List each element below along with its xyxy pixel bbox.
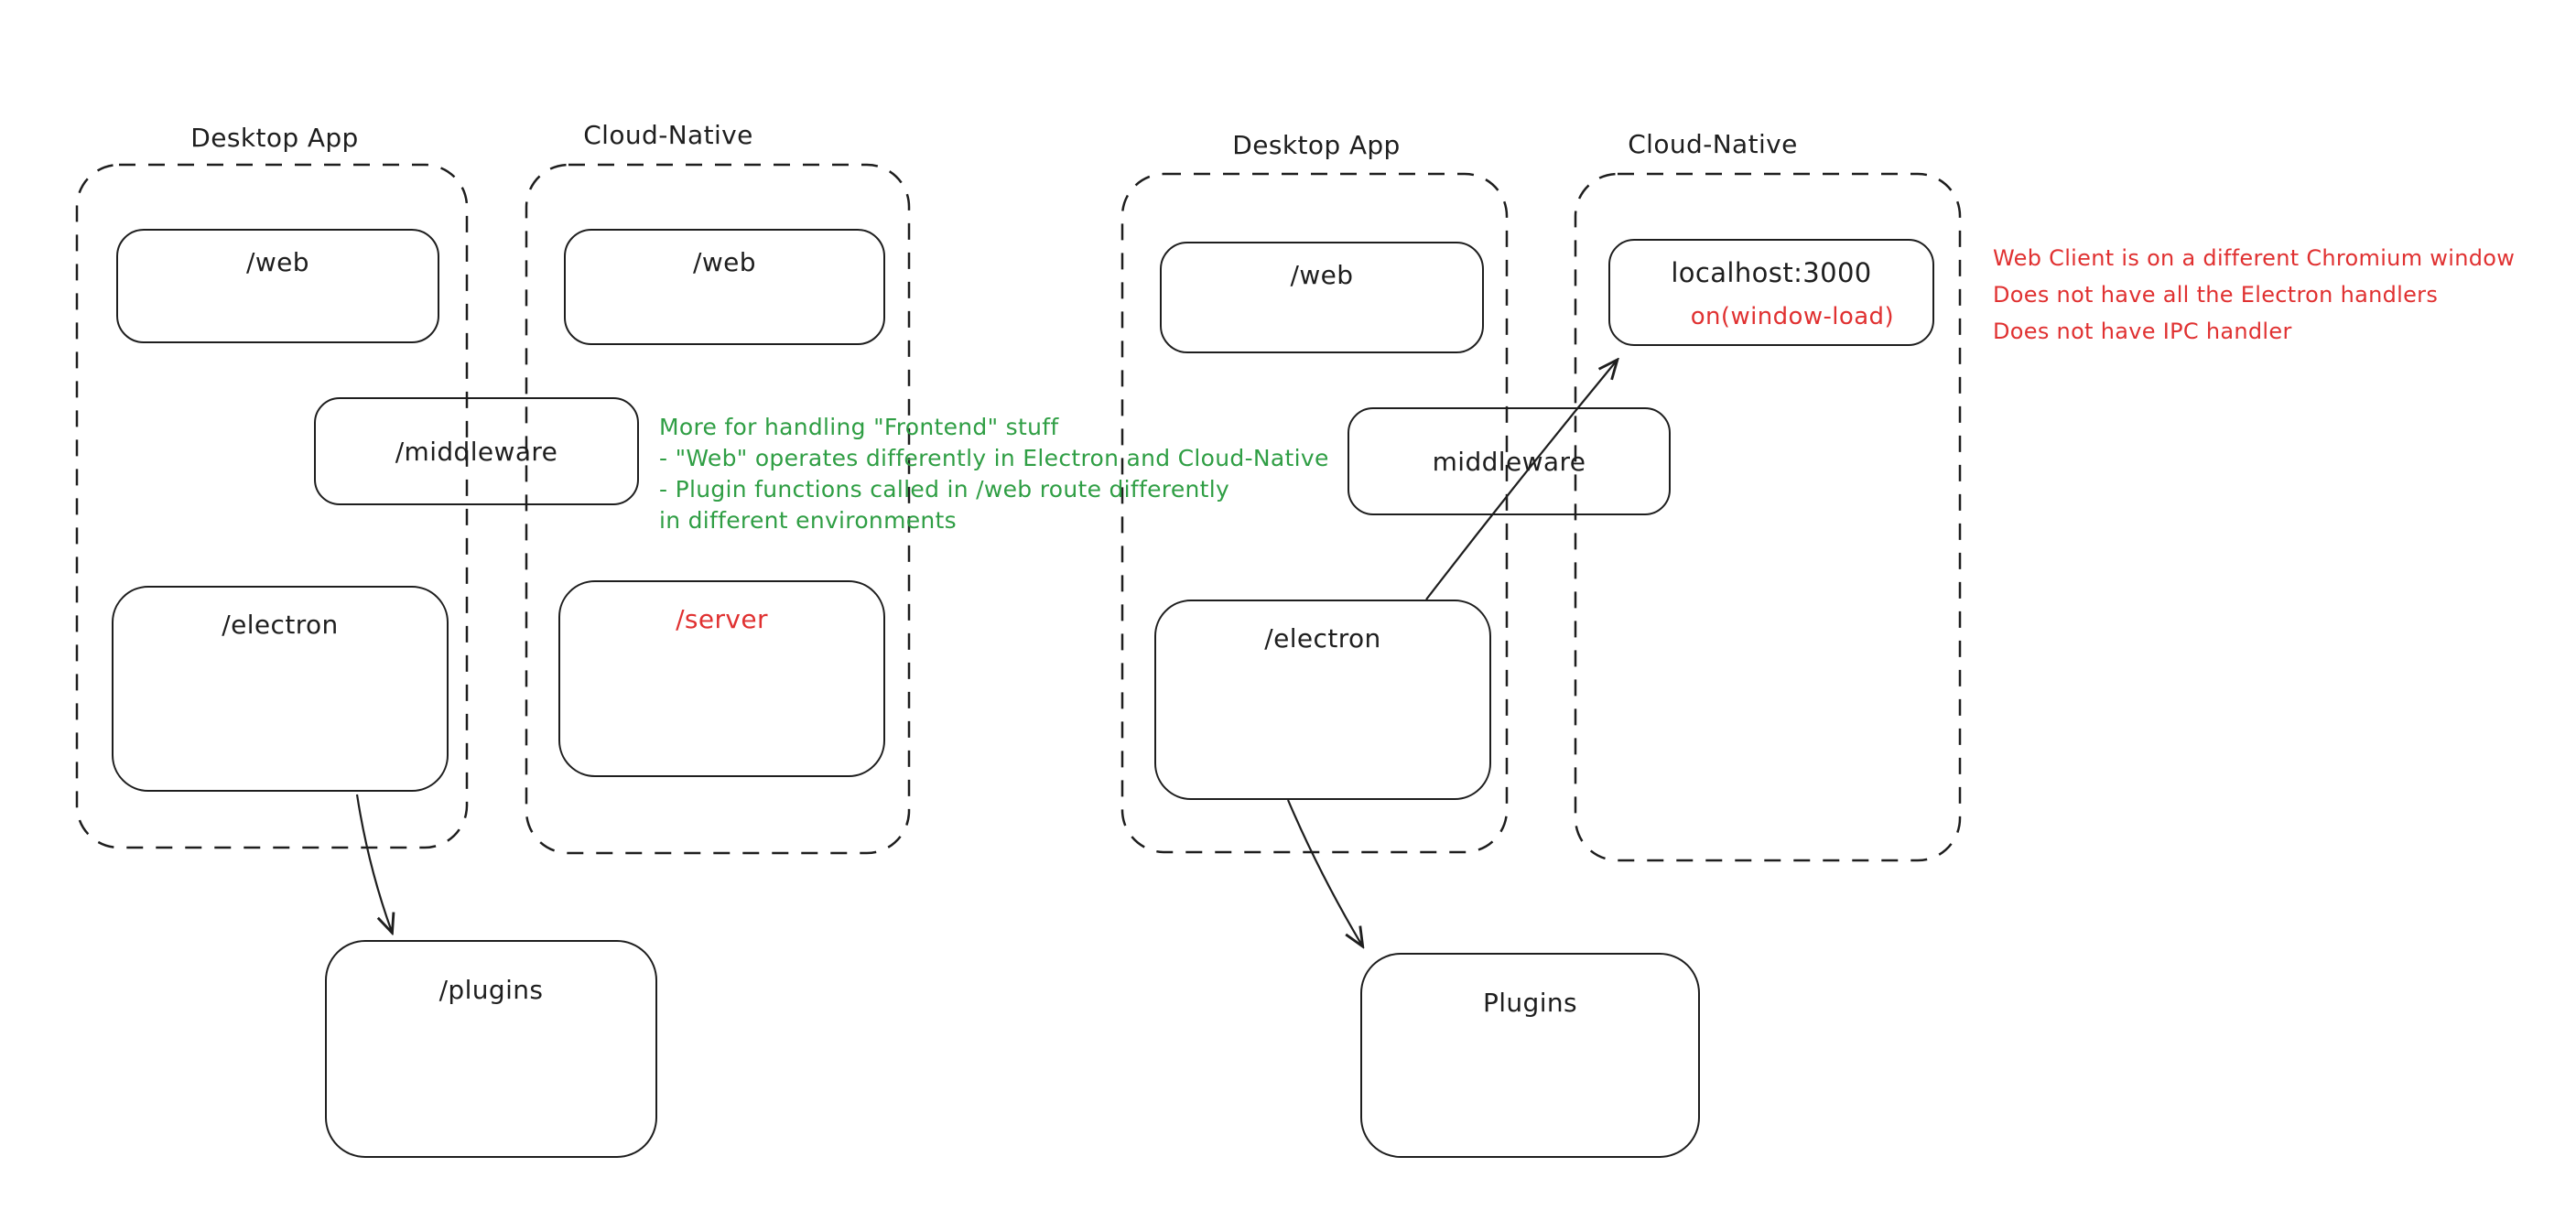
cloud-native-container-left: [525, 163, 911, 855]
middleware-box-right: middleware: [1348, 407, 1671, 515]
frontend-note-line: in different environments: [659, 507, 957, 534]
web-client-note: Web Client is on a different Chromium wi…: [1993, 240, 2515, 350]
electron-box-label: /electron: [1264, 623, 1381, 654]
middleware-box-label: middleware: [1432, 446, 1586, 477]
plugins-box-right: Plugins: [1360, 953, 1700, 1158]
web-box-left-cloud: /web: [564, 229, 885, 345]
web-client-note-line: Does not have IPC handler: [1993, 319, 2292, 344]
web-box-label: /web: [693, 247, 756, 277]
plugins-box-left: /plugins: [325, 940, 657, 1158]
web-box-left-desktop: /web: [116, 229, 439, 343]
server-box-label: /server: [676, 604, 768, 634]
arrow-electron-to-localhost-right: [1425, 361, 1617, 600]
window-load-event-label: on(window-load): [1690, 303, 1894, 330]
cloud-native-container-right: [1574, 172, 1962, 862]
web-client-note-line: Does not have all the Electron handlers: [1993, 282, 2439, 308]
desktop-app-container-right: [1120, 172, 1509, 854]
plugins-box-label: /plugins: [438, 975, 544, 1005]
web-box-label: /web: [1290, 260, 1354, 290]
frontend-note: More for handling "Frontend" stuff - "We…: [659, 412, 1329, 536]
server-box-left: /server: [558, 580, 885, 777]
localhost-box-right: localhost:3000 on(window-load): [1608, 239, 1934, 346]
localhost-title: localhost:3000: [1671, 257, 1872, 288]
middleware-box-left: /middleware: [314, 397, 639, 505]
cloud-native-label-left: Cloud-Native: [583, 120, 753, 150]
cloud-native-label-right: Cloud-Native: [1628, 129, 1798, 159]
web-client-note-line: Web Client is on a different Chromium wi…: [1993, 245, 2516, 271]
middleware-box-label: /middleware: [395, 436, 558, 467]
desktop-app-label-left: Desktop App: [190, 123, 359, 153]
plugins-box-label: Plugins: [1482, 988, 1578, 1018]
electron-box-left: /electron: [112, 586, 449, 792]
electron-box-right: /electron: [1154, 600, 1491, 800]
arrow-electron-to-plugins-right: [1286, 799, 1362, 946]
frontend-note-line: More for handling "Frontend" stuff: [659, 414, 1059, 440]
web-box-label: /web: [246, 247, 309, 277]
desktop-app-label-right: Desktop App: [1232, 130, 1401, 160]
frontend-note-line: - Plugin functions called in /web route …: [659, 476, 1230, 503]
arrow-electron-to-plugins-left: [355, 794, 392, 932]
frontend-note-line: - "Web" operates differently in Electron…: [659, 445, 1329, 471]
web-box-right-desktop: /web: [1160, 242, 1484, 353]
electron-box-label: /electron: [222, 610, 339, 640]
desktop-app-container-left: [75, 163, 469, 849]
